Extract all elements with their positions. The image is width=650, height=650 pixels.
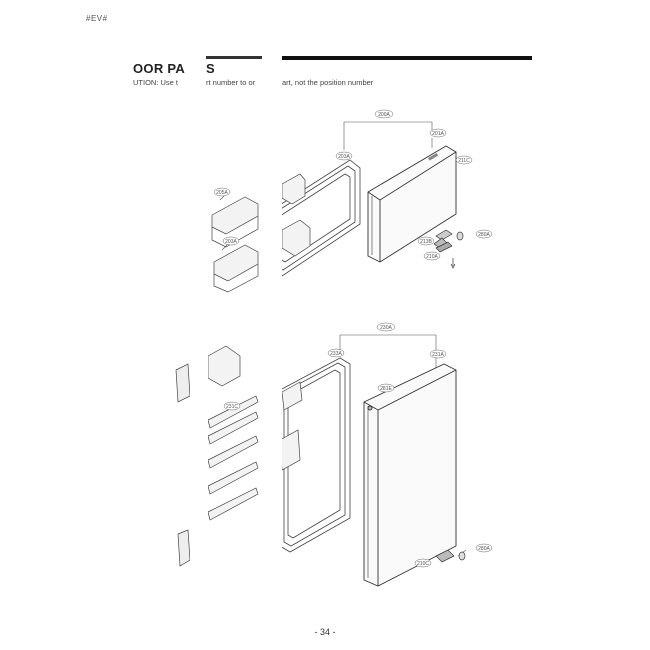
upper-callouts: 200A 201A 203A 211C 205A 203A 213B 210A … <box>213 109 493 261</box>
scan-redaction-strip <box>262 50 282 86</box>
section-title-fragment: S <box>206 61 215 76</box>
callout-lower-assembly: 230A <box>376 322 396 332</box>
svg-text:231A: 231A <box>432 352 444 358</box>
svg-text:233A: 233A <box>330 351 342 357</box>
svg-text:205A: 205A <box>216 190 228 196</box>
svg-text:281E: 281E <box>380 386 392 392</box>
callout-upper-handle: 211C <box>455 155 473 165</box>
callout-lower-shelf: 231C <box>223 401 241 411</box>
svg-text:210A: 210A <box>426 254 438 260</box>
callout-upper-hinge: 210A <box>423 251 441 261</box>
lower-assembly-leader <box>339 334 437 350</box>
upper-door-baskets <box>211 173 311 293</box>
title-rule-left <box>206 56 262 59</box>
callout-upper-basket-bottom: 203A <box>222 236 240 246</box>
svg-text:210C: 210C <box>417 561 429 567</box>
scan-redaction-strip <box>190 150 208 590</box>
callout-upper-door: 201A <box>429 128 447 138</box>
page-number: - 34 - <box>314 627 336 637</box>
lower-door-shelves <box>175 345 303 567</box>
callout-upper-assembly: 200A <box>374 109 394 119</box>
caution-note-start: UTION: Use t <box>133 78 179 87</box>
svg-text:200A: 200A <box>378 112 390 118</box>
callout-lower-door: 231A <box>429 349 447 359</box>
svg-text:231C: 231C <box>226 404 238 410</box>
svg-text:201A: 201A <box>432 131 444 137</box>
svg-text:213B: 213B <box>420 239 432 245</box>
section-title: OOR PA <box>133 61 186 76</box>
document-code: #EV# <box>86 14 108 23</box>
callout-upper-hinge-pin: 280A <box>475 229 493 239</box>
svg-text:203A: 203A <box>225 239 237 245</box>
title-rule-right <box>282 56 532 60</box>
svg-text:280A: 280A <box>478 546 490 552</box>
lower-callouts: 230A 233A 231A 281E 231C 210C 280A <box>223 322 493 568</box>
scan-redaction-strip <box>262 150 282 590</box>
callout-lower-hinge-pin: 280A <box>475 543 493 553</box>
svg-text:280A: 280A <box>478 232 490 238</box>
callout-upper-hinge-cap: 213B <box>417 236 435 246</box>
upper-door-panel <box>367 145 457 263</box>
svg-text:230A: 230A <box>380 325 392 331</box>
caution-note-middle: rt number to or <box>206 78 256 87</box>
callout-lower-stopper: 281E <box>377 383 395 393</box>
callout-lower-hinge: 210C <box>414 558 432 568</box>
lower-hinge-assembly <box>435 549 466 563</box>
svg-text:211C: 211C <box>458 158 470 164</box>
svg-text:203A: 203A <box>338 154 350 160</box>
upper-gasket <box>271 159 361 277</box>
callout-upper-basket-top: 205A <box>213 187 231 197</box>
callout-lower-gasket: 233A <box>327 348 345 358</box>
upper-assembly-leader <box>343 121 433 150</box>
caution-note-end: art, not the position number <box>282 78 374 87</box>
upper-hinge-assembly <box>433 229 464 269</box>
lower-door-panel <box>363 363 457 587</box>
callout-upper-gasket: 203A <box>335 151 353 161</box>
